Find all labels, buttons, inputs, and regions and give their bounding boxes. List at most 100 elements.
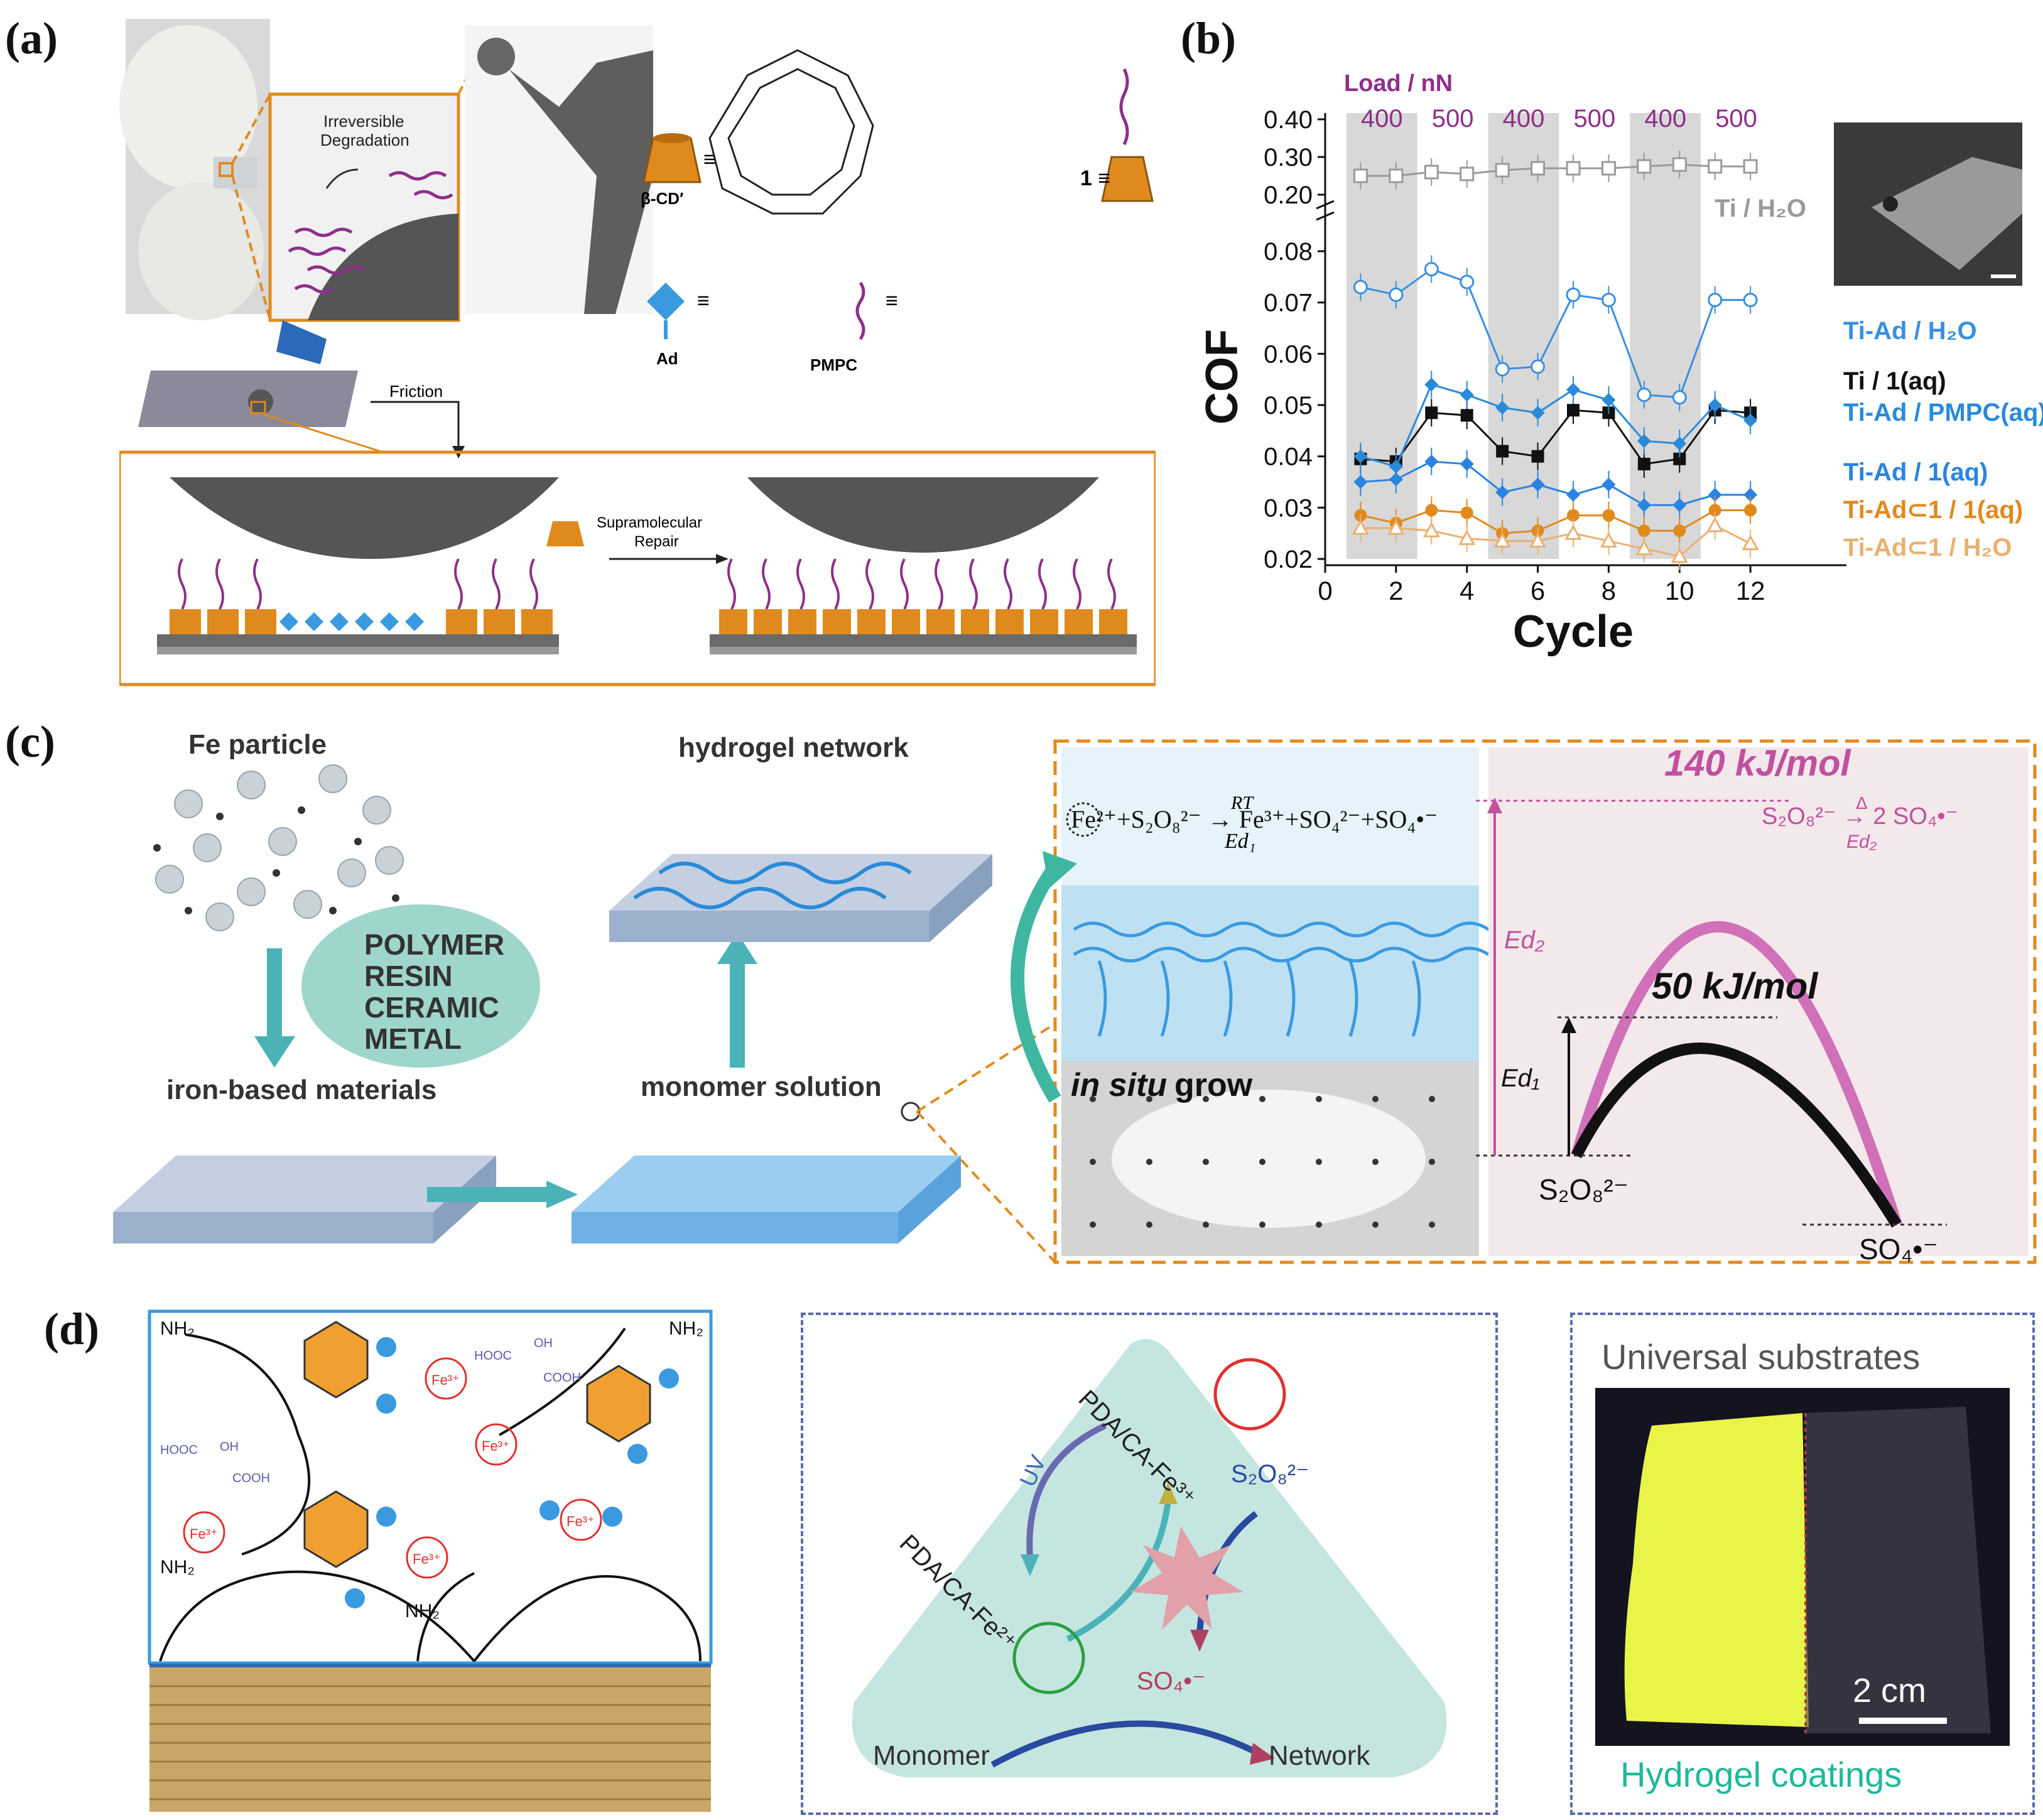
equiv-sign: ≡ bbox=[703, 148, 716, 171]
data-point bbox=[1495, 362, 1510, 377]
load-label: 500 bbox=[1432, 105, 1474, 133]
energy-low-label: 50 kJ/mol bbox=[1652, 966, 1819, 1007]
data-point bbox=[1672, 436, 1687, 451]
fe3-label-4: Fe³⁺ bbox=[413, 1551, 441, 1567]
friction-label: Friction bbox=[389, 382, 443, 401]
data-point bbox=[1353, 475, 1368, 489]
fe-particles bbox=[155, 764, 404, 931]
supramolecular-label: Supramolecular bbox=[597, 514, 702, 531]
beta-cd-structure bbox=[708, 49, 874, 215]
beta-cd-cone bbox=[642, 137, 702, 183]
data-point bbox=[1637, 457, 1650, 470]
fe3-label-5: Fe³⁺ bbox=[566, 1514, 595, 1529]
hydrogel-network-label: hydrogel network bbox=[678, 732, 909, 763]
data-point bbox=[1389, 287, 1404, 302]
s2o8-label: S₂O₈²⁻ bbox=[1539, 1173, 1628, 1206]
universal-substrates-label: Universal substrates bbox=[1601, 1337, 1920, 1377]
panel-d-photo: Universal substrates 2 cm Hydrogel coati… bbox=[1595, 1337, 2010, 1794]
load-band bbox=[1488, 113, 1559, 559]
panel-c-figure: Fe particle iron-based materials POLYMER… bbox=[113, 729, 2037, 1265]
load-label: 500 bbox=[1573, 105, 1615, 133]
fe3-label-3: Fe³⁺ bbox=[190, 1526, 218, 1542]
fe3-label-2: Fe³⁺ bbox=[482, 1438, 510, 1454]
data-point bbox=[1601, 393, 1616, 407]
fe-reaction-condition: RT bbox=[1230, 793, 1254, 813]
persulfate-energy: Ed₂ bbox=[1846, 831, 1877, 852]
cycle-box bbox=[801, 1313, 1498, 1815]
monomer-label: Monomer bbox=[873, 1740, 990, 1771]
data-point bbox=[1566, 287, 1581, 302]
scale-bar bbox=[1859, 1718, 1947, 1724]
ed2-label: Ed₂ bbox=[1504, 926, 1544, 954]
so4-label-d: SO₄•⁻ bbox=[1137, 1667, 1205, 1695]
ellipse-line-3: CERAMIC bbox=[364, 991, 499, 1024]
data-point bbox=[1637, 498, 1651, 512]
series-label: Ti-Ad / H₂O bbox=[1843, 317, 1977, 345]
nh2-label-2: NH₂ bbox=[160, 1557, 195, 1578]
data-point bbox=[1424, 165, 1439, 180]
nh2-label-3: NH₂ bbox=[405, 1601, 440, 1622]
degradation-label: Degradation bbox=[320, 131, 409, 149]
ellipse-line-4: METAL bbox=[364, 1022, 462, 1055]
data-point bbox=[1564, 524, 1582, 540]
data-point bbox=[1567, 404, 1580, 417]
ellipse-line-1: POLYMER bbox=[364, 928, 504, 961]
fe-reaction-equation: Fe²⁺+S₂O₈²⁻ → Fe³⁺+SO₄²⁻+SO₄•⁻ bbox=[1071, 805, 1438, 833]
series-label: Ti-Ad⊂1 / H₂O bbox=[1843, 534, 2012, 561]
x-tick-label: 8 bbox=[1601, 576, 1616, 605]
data-point bbox=[1744, 504, 1757, 517]
data-point bbox=[1602, 509, 1615, 522]
data-point bbox=[1673, 524, 1686, 538]
data-point bbox=[1496, 445, 1509, 458]
panel-d-cycle: PDA/CA-Fe³⁺ PDA/CA-Fe²⁺ UV S₂O₈²⁻ SO₄•⁻ … bbox=[852, 1339, 1447, 1777]
data-point bbox=[1742, 534, 1759, 550]
series-label: Ti-Ad⊂1 / 1(aq) bbox=[1843, 496, 2023, 524]
data-point bbox=[1460, 457, 1474, 471]
scale-bar-label: 2 cm bbox=[1853, 1672, 1926, 1709]
series-line bbox=[1360, 509, 1751, 534]
ellipse-line-2: RESIN bbox=[364, 960, 453, 992]
series-line bbox=[1360, 268, 1751, 399]
data-point bbox=[1600, 532, 1617, 548]
network-label: Network bbox=[1269, 1740, 1370, 1771]
data-point bbox=[1743, 293, 1758, 308]
persulfate-condition: Δ bbox=[1856, 793, 1868, 813]
data-point bbox=[1637, 159, 1652, 174]
data-point bbox=[1353, 279, 1368, 295]
data-point bbox=[1460, 506, 1473, 519]
y-tick-label: 0.03 bbox=[1264, 494, 1313, 522]
data-point bbox=[1531, 406, 1545, 420]
data-point bbox=[1743, 159, 1758, 174]
fe-reaction-energy: Ed₁ bbox=[1224, 830, 1256, 853]
x-tick-label: 6 bbox=[1531, 576, 1545, 605]
mechanism-box bbox=[1053, 739, 2037, 1264]
y-tick-label: 0.04 bbox=[1264, 443, 1313, 471]
data-point bbox=[1493, 532, 1511, 548]
series-label: Ti / 1(aq) bbox=[1843, 367, 1946, 395]
oh-label-2: OH bbox=[220, 1440, 239, 1454]
ad-diamond bbox=[647, 283, 685, 320]
data-point bbox=[1601, 161, 1616, 176]
data-point bbox=[1424, 262, 1439, 277]
data-point bbox=[1352, 519, 1369, 535]
panel-c-label: (c) bbox=[5, 717, 55, 767]
cooh-label-1: COOH bbox=[543, 1371, 581, 1385]
series-label: Ti / H₂O bbox=[1715, 195, 1806, 222]
hydrogel-coatings-label: Hydrogel coatings bbox=[1620, 1755, 1902, 1794]
series-line bbox=[1360, 383, 1751, 468]
iron-based-label: iron-based materials bbox=[166, 1075, 436, 1105]
data-point bbox=[1460, 387, 1474, 402]
data-point bbox=[1708, 487, 1722, 502]
data-point bbox=[1353, 449, 1368, 463]
data-point bbox=[1531, 359, 1546, 374]
pmpc-label: PMPC bbox=[810, 355, 857, 374]
load-label: 400 bbox=[1361, 105, 1403, 133]
materials-ellipse bbox=[301, 904, 540, 1068]
data-point bbox=[1671, 547, 1688, 563]
data-point bbox=[1566, 382, 1580, 397]
grow-label: grow bbox=[1174, 1067, 1253, 1103]
x-tick-label: 10 bbox=[1665, 576, 1694, 605]
panel-b-label: (b) bbox=[1181, 13, 1236, 63]
series-label: Ti-Ad / PMPC(aq) bbox=[1843, 399, 2043, 426]
oh-label-1: OH bbox=[534, 1336, 553, 1350]
